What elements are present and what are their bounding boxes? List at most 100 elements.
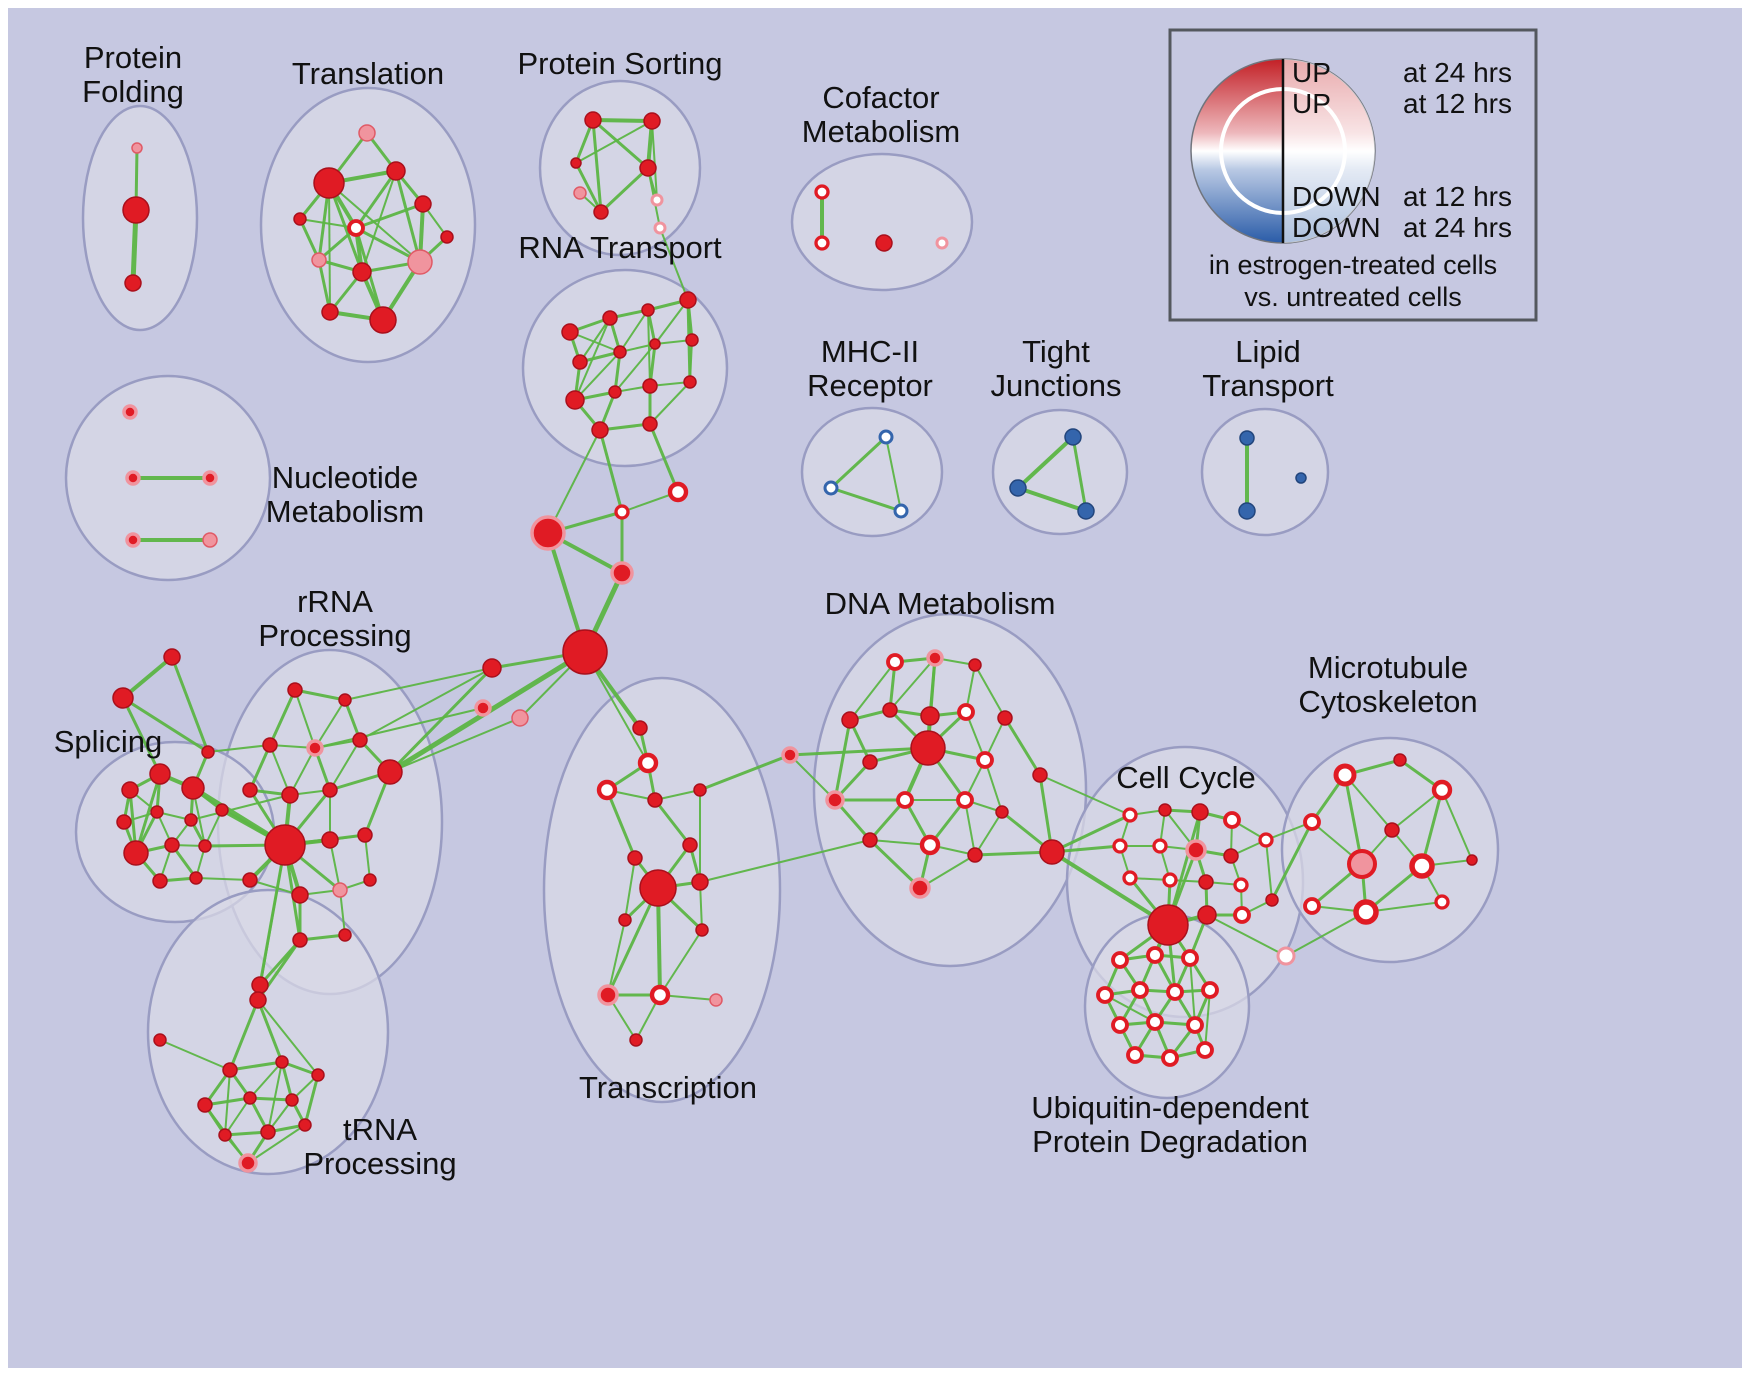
gene-node-e10[interactable] — [1122, 870, 1138, 886]
gene-node-b12[interactable] — [1161, 1049, 1179, 1067]
gene-node-n6[interactable] — [572, 354, 588, 370]
gene-node-d2[interactable] — [926, 649, 944, 667]
gene-node-n3[interactable] — [602, 310, 618, 326]
gene-node-d5[interactable] — [882, 702, 898, 718]
gene-node-b7[interactable] — [1201, 981, 1219, 999]
gene-node-b6[interactable] — [1166, 983, 1184, 1001]
gene-node-d0[interactable] — [781, 746, 799, 764]
gene-node-e1[interactable] — [1122, 807, 1138, 823]
gene-node-c1[interactable] — [814, 184, 830, 200]
gene-node-d18[interactable] — [919, 834, 941, 856]
gene-node-c2[interactable] — [814, 235, 830, 251]
gene-node-r3[interactable] — [262, 737, 278, 753]
gene-node-v13[interactable] — [649, 984, 671, 1006]
gene-node-d6[interactable] — [920, 706, 940, 726]
gene-node-r19[interactable] — [251, 976, 269, 994]
gene-node-u10[interactable] — [260, 1124, 276, 1140]
gene-node-g7[interactable] — [123, 840, 149, 866]
gene-node-j1[interactable] — [1064, 428, 1082, 446]
gene-node-L3[interactable] — [474, 699, 492, 717]
gene-node-n4[interactable] — [641, 303, 655, 317]
gene-node-t12[interactable] — [440, 230, 454, 244]
gene-node-r12[interactable] — [357, 827, 373, 843]
gene-node-n5[interactable] — [679, 291, 697, 309]
gene-node-r4[interactable] — [306, 739, 324, 757]
gene-node-h3[interactable] — [530, 515, 566, 551]
gene-node-n15[interactable] — [683, 375, 697, 389]
gene-node-v9[interactable] — [691, 873, 709, 891]
gene-node-n1[interactable] — [653, 221, 667, 235]
gene-node-d12[interactable] — [1032, 767, 1048, 783]
gene-node-u3[interactable] — [222, 1062, 238, 1078]
gene-node-v7[interactable] — [682, 837, 698, 853]
gene-node-w5[interactable] — [1384, 822, 1400, 838]
gene-node-q3[interactable] — [893, 503, 909, 519]
gene-node-r7[interactable] — [242, 782, 258, 798]
gene-node-e11[interactable] — [1162, 872, 1178, 888]
gene-node-t11[interactable] — [369, 306, 397, 334]
gene-node-m5[interactable] — [202, 532, 218, 548]
gene-node-e18[interactable] — [1276, 946, 1296, 966]
gene-node-k1[interactable] — [1239, 430, 1255, 446]
gene-node-t5[interactable] — [347, 219, 365, 237]
gene-node-s1[interactable] — [584, 111, 602, 129]
gene-node-r9[interactable] — [322, 782, 338, 798]
gene-node-k2[interactable] — [1238, 502, 1256, 520]
gene-node-r6[interactable] — [377, 759, 403, 785]
gene-node-r5[interactable] — [352, 732, 368, 748]
gene-node-j3[interactable] — [1077, 502, 1095, 520]
gene-node-g12[interactable] — [215, 803, 229, 817]
gene-node-d9[interactable] — [910, 730, 946, 766]
gene-node-m3[interactable] — [202, 470, 218, 486]
gene-node-d15[interactable] — [956, 791, 974, 809]
gene-node-d20[interactable] — [909, 877, 931, 899]
gene-node-u5[interactable] — [311, 1068, 325, 1082]
gene-node-t4[interactable] — [293, 212, 307, 226]
gene-node-e7[interactable] — [1185, 839, 1207, 861]
gene-node-v6[interactable] — [627, 850, 643, 866]
gene-node-n11[interactable] — [608, 385, 622, 399]
gene-node-e3[interactable] — [1191, 803, 1209, 821]
gene-node-g2[interactable] — [149, 763, 171, 785]
gene-node-b9[interactable] — [1146, 1013, 1164, 1031]
gene-node-c3[interactable] — [875, 234, 893, 252]
gene-node-v3[interactable] — [596, 779, 618, 801]
gene-node-n8[interactable] — [649, 338, 661, 350]
gene-node-s4[interactable] — [639, 159, 657, 177]
gene-node-s7[interactable] — [650, 193, 664, 207]
gene-node-v4[interactable] — [647, 792, 663, 808]
gene-node-r14[interactable] — [291, 886, 309, 904]
gene-node-pf2[interactable] — [122, 196, 150, 224]
gene-node-u11[interactable] — [298, 1118, 312, 1132]
gene-node-n10[interactable] — [565, 390, 585, 410]
gene-node-x3[interactable] — [201, 745, 215, 759]
gene-node-e2[interactable] — [1158, 803, 1172, 817]
gene-node-r11[interactable] — [321, 831, 339, 849]
gene-node-n9[interactable] — [685, 333, 699, 347]
gene-node-w10[interactable] — [1434, 894, 1450, 910]
gene-node-v14[interactable] — [709, 993, 723, 1007]
gene-node-w7[interactable] — [1409, 853, 1435, 879]
gene-node-b4[interactable] — [1096, 986, 1114, 1004]
gene-node-d8[interactable] — [997, 710, 1013, 726]
gene-node-q2[interactable] — [823, 480, 839, 496]
gene-node-u2[interactable] — [153, 1033, 167, 1047]
gene-node-e16[interactable] — [1233, 906, 1251, 924]
gene-node-r17[interactable] — [292, 932, 308, 948]
gene-node-w3[interactable] — [1431, 779, 1453, 801]
gene-node-g1[interactable] — [121, 781, 139, 799]
gene-node-v5[interactable] — [693, 783, 707, 797]
gene-node-d17[interactable] — [862, 832, 878, 848]
gene-node-s5[interactable] — [573, 186, 587, 200]
gene-node-n14[interactable] — [642, 416, 658, 432]
gene-node-w8[interactable] — [1303, 897, 1321, 915]
gene-node-r15[interactable] — [332, 882, 348, 898]
gene-node-m2[interactable] — [125, 470, 141, 486]
gene-node-e4[interactable] — [1223, 811, 1241, 829]
gene-node-s2[interactable] — [643, 112, 661, 130]
gene-node-r16[interactable] — [363, 873, 377, 887]
gene-node-t10[interactable] — [321, 303, 339, 321]
gene-node-b5[interactable] — [1131, 981, 1149, 999]
gene-node-e13[interactable] — [1233, 877, 1249, 893]
gene-node-n7[interactable] — [613, 345, 627, 359]
